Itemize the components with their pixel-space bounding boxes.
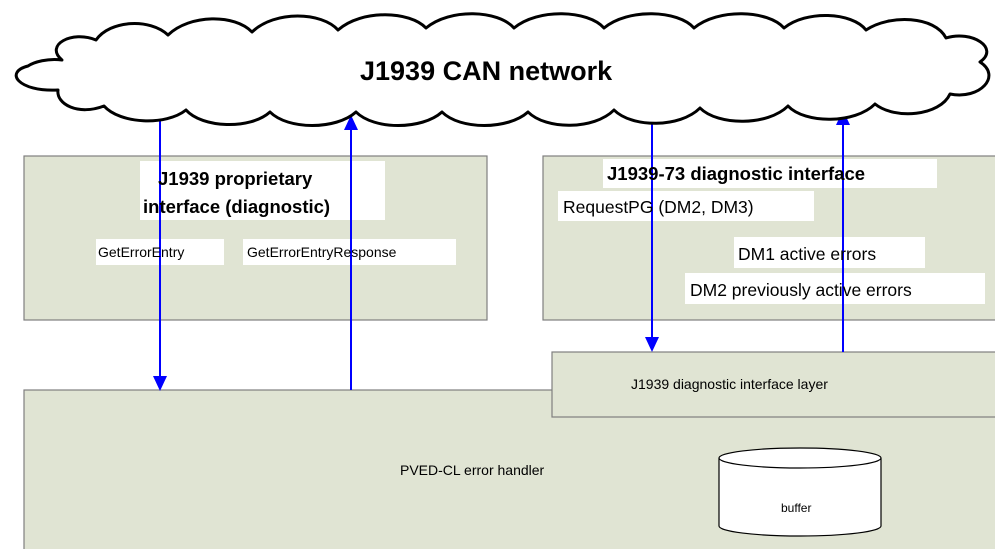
proprietary-interface-title-line2: interface (diagnostic) — [143, 196, 330, 217]
buffer-label: buffer — [781, 501, 811, 515]
get-error-entry-response-arrow — [344, 115, 358, 390]
get-error-entry-response-label: GetErrorEntryResponse — [247, 244, 397, 260]
can-network-cloud-icon — [14, 12, 991, 127]
error-handler-label: PVED-CL error handler — [400, 462, 545, 478]
dm1-active-errors-label: DM1 active errors — [738, 244, 876, 264]
diagnostic-interface-title: J1939-73 diagnostic interface — [607, 163, 865, 184]
request-pg-label: RequestPG (DM2, DM3) — [563, 197, 754, 217]
request-pg-arrow — [645, 112, 659, 352]
proprietary-interface-title-line1: J1939 proprietary — [158, 168, 313, 189]
dm2-previously-active-errors-label: DM2 previously active errors — [690, 280, 912, 300]
can-network-title: J1939 CAN network — [360, 56, 613, 86]
get-error-entry-arrow — [153, 110, 167, 391]
get-error-entry-label: GetErrorEntry — [98, 244, 184, 260]
interface-layer-label: J1939 diagnostic interface layer — [631, 376, 828, 392]
buffer-cylinder-icon — [718, 447, 882, 537]
interface-layer-box — [551, 351, 995, 418]
